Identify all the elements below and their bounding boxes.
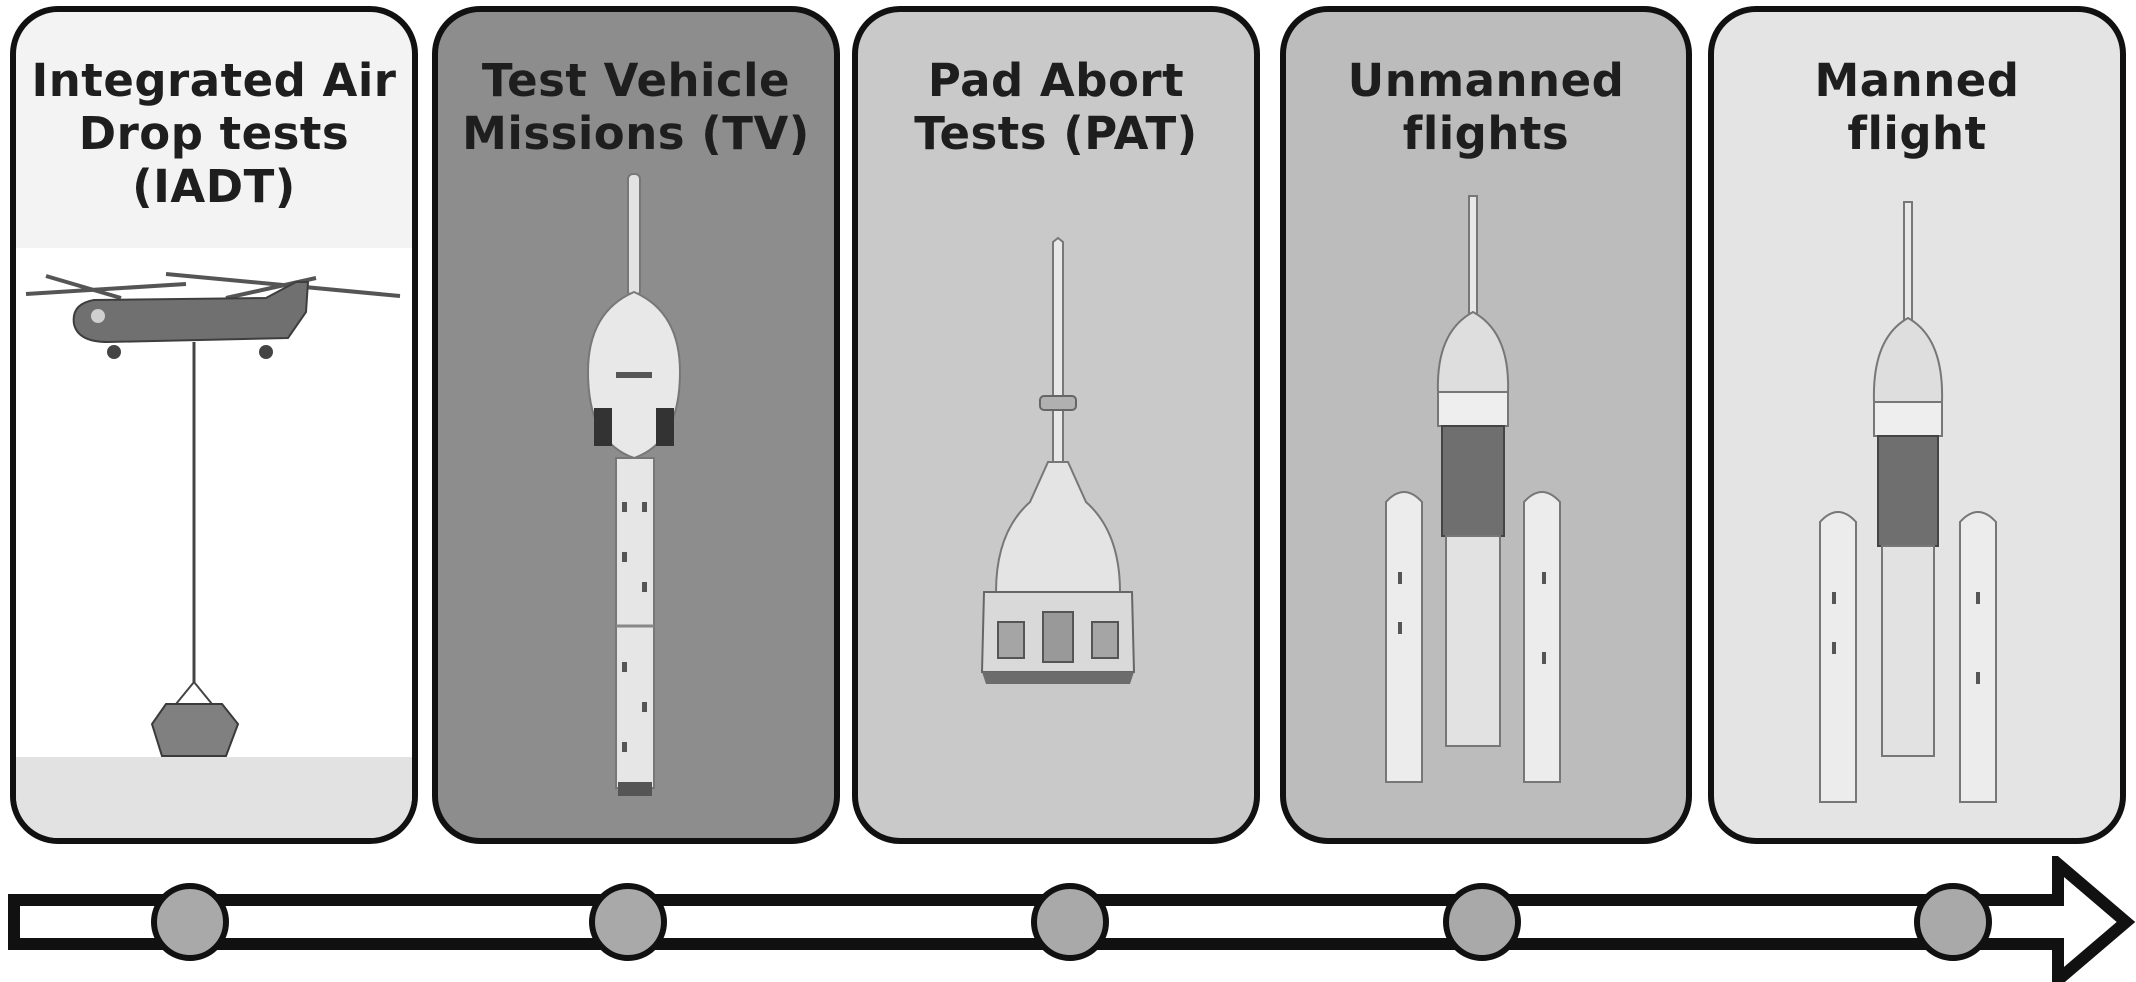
- stage-panel-pad-abort: Pad Abort Tests (PAT): [852, 6, 1260, 844]
- timeline-marker-pad-abort: [1031, 883, 1109, 961]
- test-vehicle-rocket-icon: [586, 173, 682, 796]
- stage-title-test-vehicle: Test Vehicle Missions (TV): [462, 54, 810, 160]
- timeline-marker-iadt: [151, 883, 229, 961]
- stage-panel-unmanned: Unmanned flights: [1280, 6, 1692, 844]
- timeline-arrow: [8, 856, 2136, 982]
- stage-title-unmanned: Unmanned flights: [1347, 54, 1625, 160]
- manned-launch-vehicle-icon: [1819, 201, 1997, 803]
- stage-panel-test-vehicle: Test Vehicle Missions (TV): [432, 6, 840, 844]
- stage-title-iadt: Integrated Air Drop tests (IADT): [31, 54, 397, 213]
- stage-panel-manned: Manned flight: [1708, 6, 2126, 844]
- stage-title-pad-abort: Pad Abort Tests (PAT): [914, 54, 1198, 160]
- timeline-marker-test-vehicle: [589, 883, 667, 961]
- helicopter-airdrop-icon: [16, 248, 412, 838]
- pad-abort-capsule-icon: [980, 236, 1136, 684]
- stage-panel-iadt: Integrated Air Drop tests (IADT): [10, 6, 418, 844]
- unmanned-launch-vehicle-icon: [1385, 195, 1561, 783]
- stage-title-manned: Manned flight: [1814, 54, 2020, 160]
- timeline-marker-manned: [1914, 883, 1992, 961]
- timeline-marker-unmanned: [1443, 883, 1521, 961]
